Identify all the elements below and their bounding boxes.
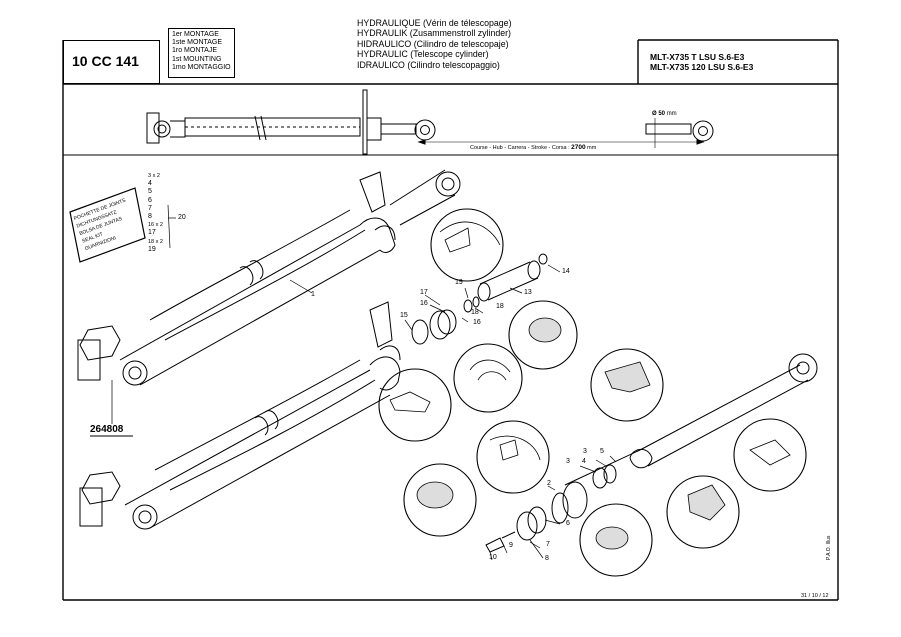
callout-17: 17 bbox=[420, 289, 428, 296]
callout-15: 15 bbox=[400, 312, 408, 319]
lower-cylinder bbox=[79, 301, 401, 530]
detail-circles bbox=[378, 208, 807, 577]
footer-date: 31 / 10 / 12 bbox=[801, 593, 829, 599]
kit-ref: 20 bbox=[178, 214, 186, 221]
kit-item-3: 3 x 2 bbox=[148, 173, 160, 179]
assembly-part-number: 264808 bbox=[90, 424, 124, 435]
overview-cylinder bbox=[146, 89, 714, 155]
mounting-en: 1st MOUNTING bbox=[172, 55, 222, 63]
callout-18b: 18 bbox=[471, 309, 479, 316]
title-fr: HYDRAULIQUE (Vérin de télescopage) bbox=[357, 18, 512, 28]
kit-item-6: 6 bbox=[148, 196, 152, 204]
callout-18a: 18 bbox=[496, 303, 504, 310]
model-list: MLT-X735 T LSU S.6-E3 MLT-X735 120 LSU S… bbox=[650, 52, 753, 72]
callout-5: 5 bbox=[600, 448, 604, 455]
callout-9: 9 bbox=[509, 542, 513, 549]
kit-item-4: 4 bbox=[148, 180, 152, 188]
kit-item-16: 16 x 2 bbox=[148, 222, 163, 229]
small-parts bbox=[411, 253, 617, 553]
callout-7: 7 bbox=[546, 541, 550, 548]
rod-assembly bbox=[551, 353, 818, 524]
kit-item-5: 5 bbox=[148, 188, 152, 196]
kit-item-8: 8 bbox=[148, 213, 152, 221]
diameter-label: Ø 50 mm bbox=[652, 111, 677, 117]
stroke-label: Course - Hub - Carrera - Stroke - Corsa … bbox=[470, 144, 596, 151]
kit-item-18: 18 x 2 bbox=[148, 238, 163, 245]
callout-10: 10 bbox=[489, 554, 497, 561]
model-1: MLT-X735 T LSU S.6-E3 bbox=[650, 52, 745, 62]
diameter-unit: mm bbox=[666, 111, 677, 117]
callout-13: 13 bbox=[524, 289, 532, 296]
diameter-value: Ø 50 bbox=[652, 111, 666, 117]
mounting-fr: 1er MONTAGE bbox=[172, 31, 219, 38]
stroke-value: 2700 bbox=[571, 144, 586, 151]
mounting-box bbox=[168, 28, 235, 78]
upper-cylinder bbox=[77, 169, 461, 386]
title-de: HYDRAULIK (Zusammenstroll zylinder) bbox=[357, 28, 511, 39]
title-list: HYDRAULIQUE (Vérin de télescopage) HYDRA… bbox=[357, 18, 512, 70]
callout-4: 4 bbox=[582, 458, 586, 465]
seal-kit-bag: POCHETTE DE JOINTS DICHTUNGSSATZ BOLSA D… bbox=[69, 187, 146, 263]
kit-item-19: 19 bbox=[148, 245, 156, 253]
mounting-list: 1er MONTAGE 1ste MONTAGE 1ro MONTAJE 1st… bbox=[172, 31, 231, 72]
kit-item-17: 17 bbox=[148, 229, 156, 237]
footer-author: P.A.O. Illus bbox=[826, 535, 832, 560]
callout-1: 1 bbox=[311, 291, 315, 298]
mounting-es: 1ro MONTAJE bbox=[172, 47, 217, 55]
callout-3a: 3 bbox=[583, 448, 587, 455]
callout-16a: 16 bbox=[420, 300, 428, 307]
stroke-unit: mm bbox=[587, 145, 597, 151]
callout-6: 6 bbox=[566, 520, 570, 527]
callout-19: 19 bbox=[455, 279, 463, 286]
callout-14: 14 bbox=[562, 268, 570, 275]
callout-3b: 3 bbox=[566, 458, 570, 465]
leader-lines bbox=[167, 204, 617, 561]
callout-16b: 16 bbox=[473, 319, 481, 326]
page-frame bbox=[62, 39, 839, 601]
stroke-text: Course - Hub - Carrera - Stroke - Corsa … bbox=[470, 145, 570, 151]
callout-8: 8 bbox=[545, 555, 549, 562]
callout-2: 2 bbox=[547, 480, 551, 487]
mounting-it: 1mo MONTAGGIO bbox=[172, 63, 231, 71]
kit-item-7: 7 bbox=[148, 204, 152, 212]
reference-number: 10 CC 141 bbox=[72, 53, 139, 69]
kit-items: 3 x 2 4 5 6 7 8 16 x 2 17 18 x 2 19 bbox=[148, 172, 163, 254]
mounting-nl: 1ste MONTAGE bbox=[172, 39, 223, 47]
title-en: HYDRAULIC (Telescope cylinder) bbox=[357, 49, 489, 60]
title-it: IDRAULICO (Cilindro telescopaggio) bbox=[357, 59, 500, 70]
model-2: MLT-X735 120 LSU S.6-E3 bbox=[650, 62, 754, 72]
title-es: HIDRAULICO (Cilindro de telescopaje) bbox=[357, 38, 509, 49]
detail-contents bbox=[389, 221, 791, 550]
